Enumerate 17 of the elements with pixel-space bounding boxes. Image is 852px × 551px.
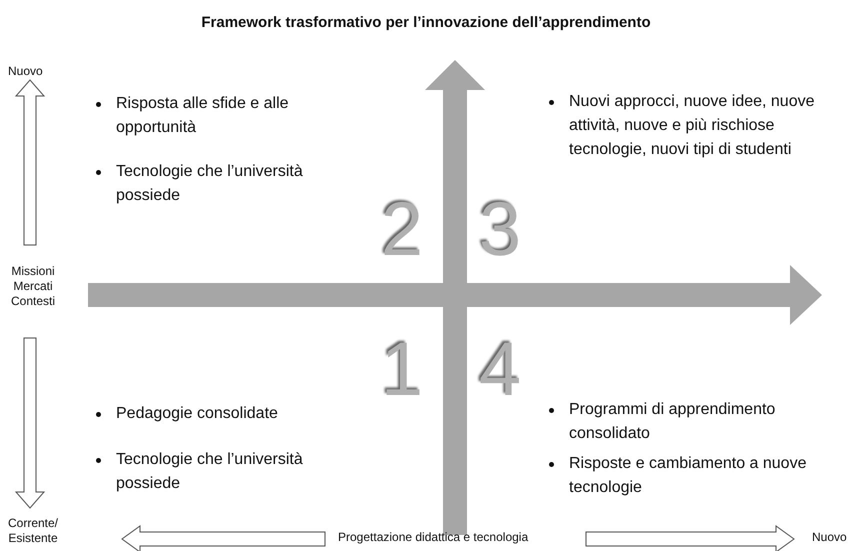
axis-label: Corrente/ Esistente <box>8 516 58 545</box>
axis-label: Missioni Mercati Contesti <box>10 264 56 308</box>
quadrant-number: 2 <box>380 187 424 272</box>
quadrant-number: 1 <box>380 327 424 412</box>
bullet-item: Tecnologie che l’università possiede <box>116 162 304 206</box>
diagram-title: Framework trasformativo per l’innovazione dell’apprendimento <box>201 13 651 33</box>
axis-label: Nuovo <box>812 530 847 544</box>
quadrant-number: 4 <box>478 327 522 412</box>
bullet-item: Risposta alle sfide e alle opportunità <box>116 94 290 138</box>
bullet-item: Nuovi approcci, nuove idee, nuove attività, nuove e più rischiose tecnologie, nuovi tipi di studenti <box>569 92 815 160</box>
quadrant-number: 3 <box>478 187 522 272</box>
bullet-item: Programmi di apprendimento consolidato <box>569 400 776 444</box>
bullet-item: Risposte e cambiamento a nuove tecnologie <box>569 454 808 498</box>
axis-label: Progettazione didattica e tecnologia <box>338 530 528 544</box>
bullet-item: Tecnologie che l’università possiede <box>116 450 304 494</box>
axis-label: Nuovo <box>8 64 43 78</box>
bullet-item: Pedagogie consolidate <box>116 404 278 424</box>
